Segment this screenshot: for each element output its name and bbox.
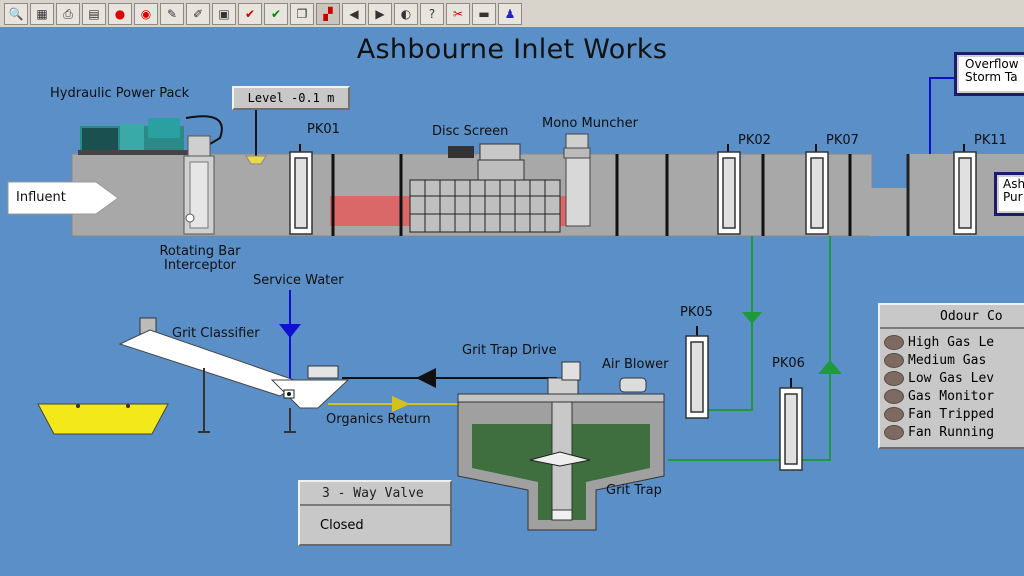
odour-row-fan-tripped: Fan Tripped [884,405,1024,423]
rotating-bar-interceptor [183,135,215,235]
odour-row-fan-running: Fan Running [884,423,1024,441]
camera-icon[interactable]: ▣ [212,2,236,25]
penstock-pk07 [805,144,829,235]
magnifier-icon[interactable]: 🔍 [4,2,28,25]
status-lamp-icon [884,334,904,350]
status-lamp-icon [884,352,904,368]
three-way-valve-panel[interactable]: 3 - Way Valve Closed [298,480,452,546]
label-rotating-bar-2: Interceptor [163,258,237,273]
label-grit-trap-drive: Grit Trap Drive [462,343,557,358]
grit-classifier [118,317,350,433]
label-pk06: PK06 [772,356,805,371]
ash-pump-button[interactable]: Ash Pur [994,172,1024,216]
clapper-icon[interactable]: ▬ [472,2,496,25]
label-hydraulic-power-pack: Hydraulic Power Pack [50,86,190,101]
label-service-water: Service Water [253,273,344,288]
check-green-icon[interactable]: ✔ [264,2,288,25]
penstock-pk06 [779,378,803,471]
overflow-storm-tank-button[interactable]: Overflow Storm Ta [954,52,1024,96]
mono-muncher [563,133,591,227]
status-lamp-icon [884,388,904,404]
penstock-pk01 [289,144,313,235]
label-pk11: PK11 [974,133,1007,148]
label-influent: Influent [16,190,66,205]
globe-icon[interactable]: ◐ [394,2,418,25]
tool-icon[interactable]: ✂ [446,2,470,25]
grit-skip [37,403,169,435]
page-title: Ashbourne Inlet Works [356,34,668,65]
label-pk01: PK01 [307,122,340,137]
label-grit-classifier: Grit Classifier [172,326,260,341]
label-organics-return: Organics Return [326,412,431,427]
label-mono-muncher: Mono Muncher [542,116,638,131]
influent-arrow [7,181,119,215]
odour-row-gas-monitor: Gas Monitor [884,387,1024,405]
level-readout[interactable]: Level -0.1 m [232,86,350,110]
arrow-right-icon[interactable]: ▶ [368,2,392,25]
status-lamp-icon [884,370,904,386]
person-icon[interactable]: ♟ [498,2,522,25]
odour-panel-title: Odour Co [880,305,1024,329]
odour-row-low-gas: Low Gas Lev [884,369,1024,387]
hydraulic-power-pack [78,118,188,155]
status-lamp-icon [884,424,904,440]
label-pk07: PK07 [826,133,859,148]
printer-icon[interactable]: ⎙ [56,2,80,25]
label-disc-screen: Disc Screen [432,124,509,139]
paint-icon[interactable]: ✐ [186,2,210,25]
arrow-left-icon[interactable]: ◀ [342,2,366,25]
help-icon[interactable]: ? [420,2,444,25]
copy-icon[interactable]: ❐ [290,2,314,25]
penstock-pk02 [717,144,741,235]
pencil-icon[interactable]: ✎ [160,2,184,25]
grit-trap [457,361,665,531]
odour-row-medium-gas: Medium Gas [884,351,1024,369]
label-air-blower: Air Blower [602,357,669,372]
report-icon[interactable]: ▤ [82,2,106,25]
calculator-icon[interactable]: ▦ [30,2,54,25]
valve-status: Closed [320,518,364,533]
ash-button-line2: Pur [1003,190,1023,204]
label-rotating-bar-1: Rotating Bar [159,244,241,259]
overflow-button-line1: Overflow [965,57,1019,71]
odour-row-high-gas: High Gas Le [884,333,1024,351]
check-red-icon[interactable]: ✔ [238,2,262,25]
red-stop-icon[interactable]: ● [108,2,132,25]
label-pk02: PK02 [738,133,771,148]
label-grit-trap: Grit Trap [606,483,662,498]
odour-control-panel: Odour Co High Gas Le Medium Gas Low Gas … [878,303,1024,449]
red-alarm-icon[interactable]: ◉ [134,2,158,25]
toolbar: 🔍 ▦ ⎙ ▤ ● ◉ ✎ ✐ ▣ ✔ ✔ ❐ ▞ ◀ ▶ ◐ ? ✂ ▬ ♟ [0,0,1024,28]
penstock-pk05 [685,326,709,419]
valve-panel-title: 3 - Way Valve [300,482,450,506]
penstock-pk11 [953,144,977,235]
disc-screen [409,143,561,233]
ash-button-line1: Ash [1003,177,1024,191]
overflow-button-line2: Storm Ta [965,70,1018,84]
label-pk05: PK05 [680,305,713,320]
chart-icon[interactable]: ▞ [316,2,340,25]
status-lamp-icon [884,406,904,422]
